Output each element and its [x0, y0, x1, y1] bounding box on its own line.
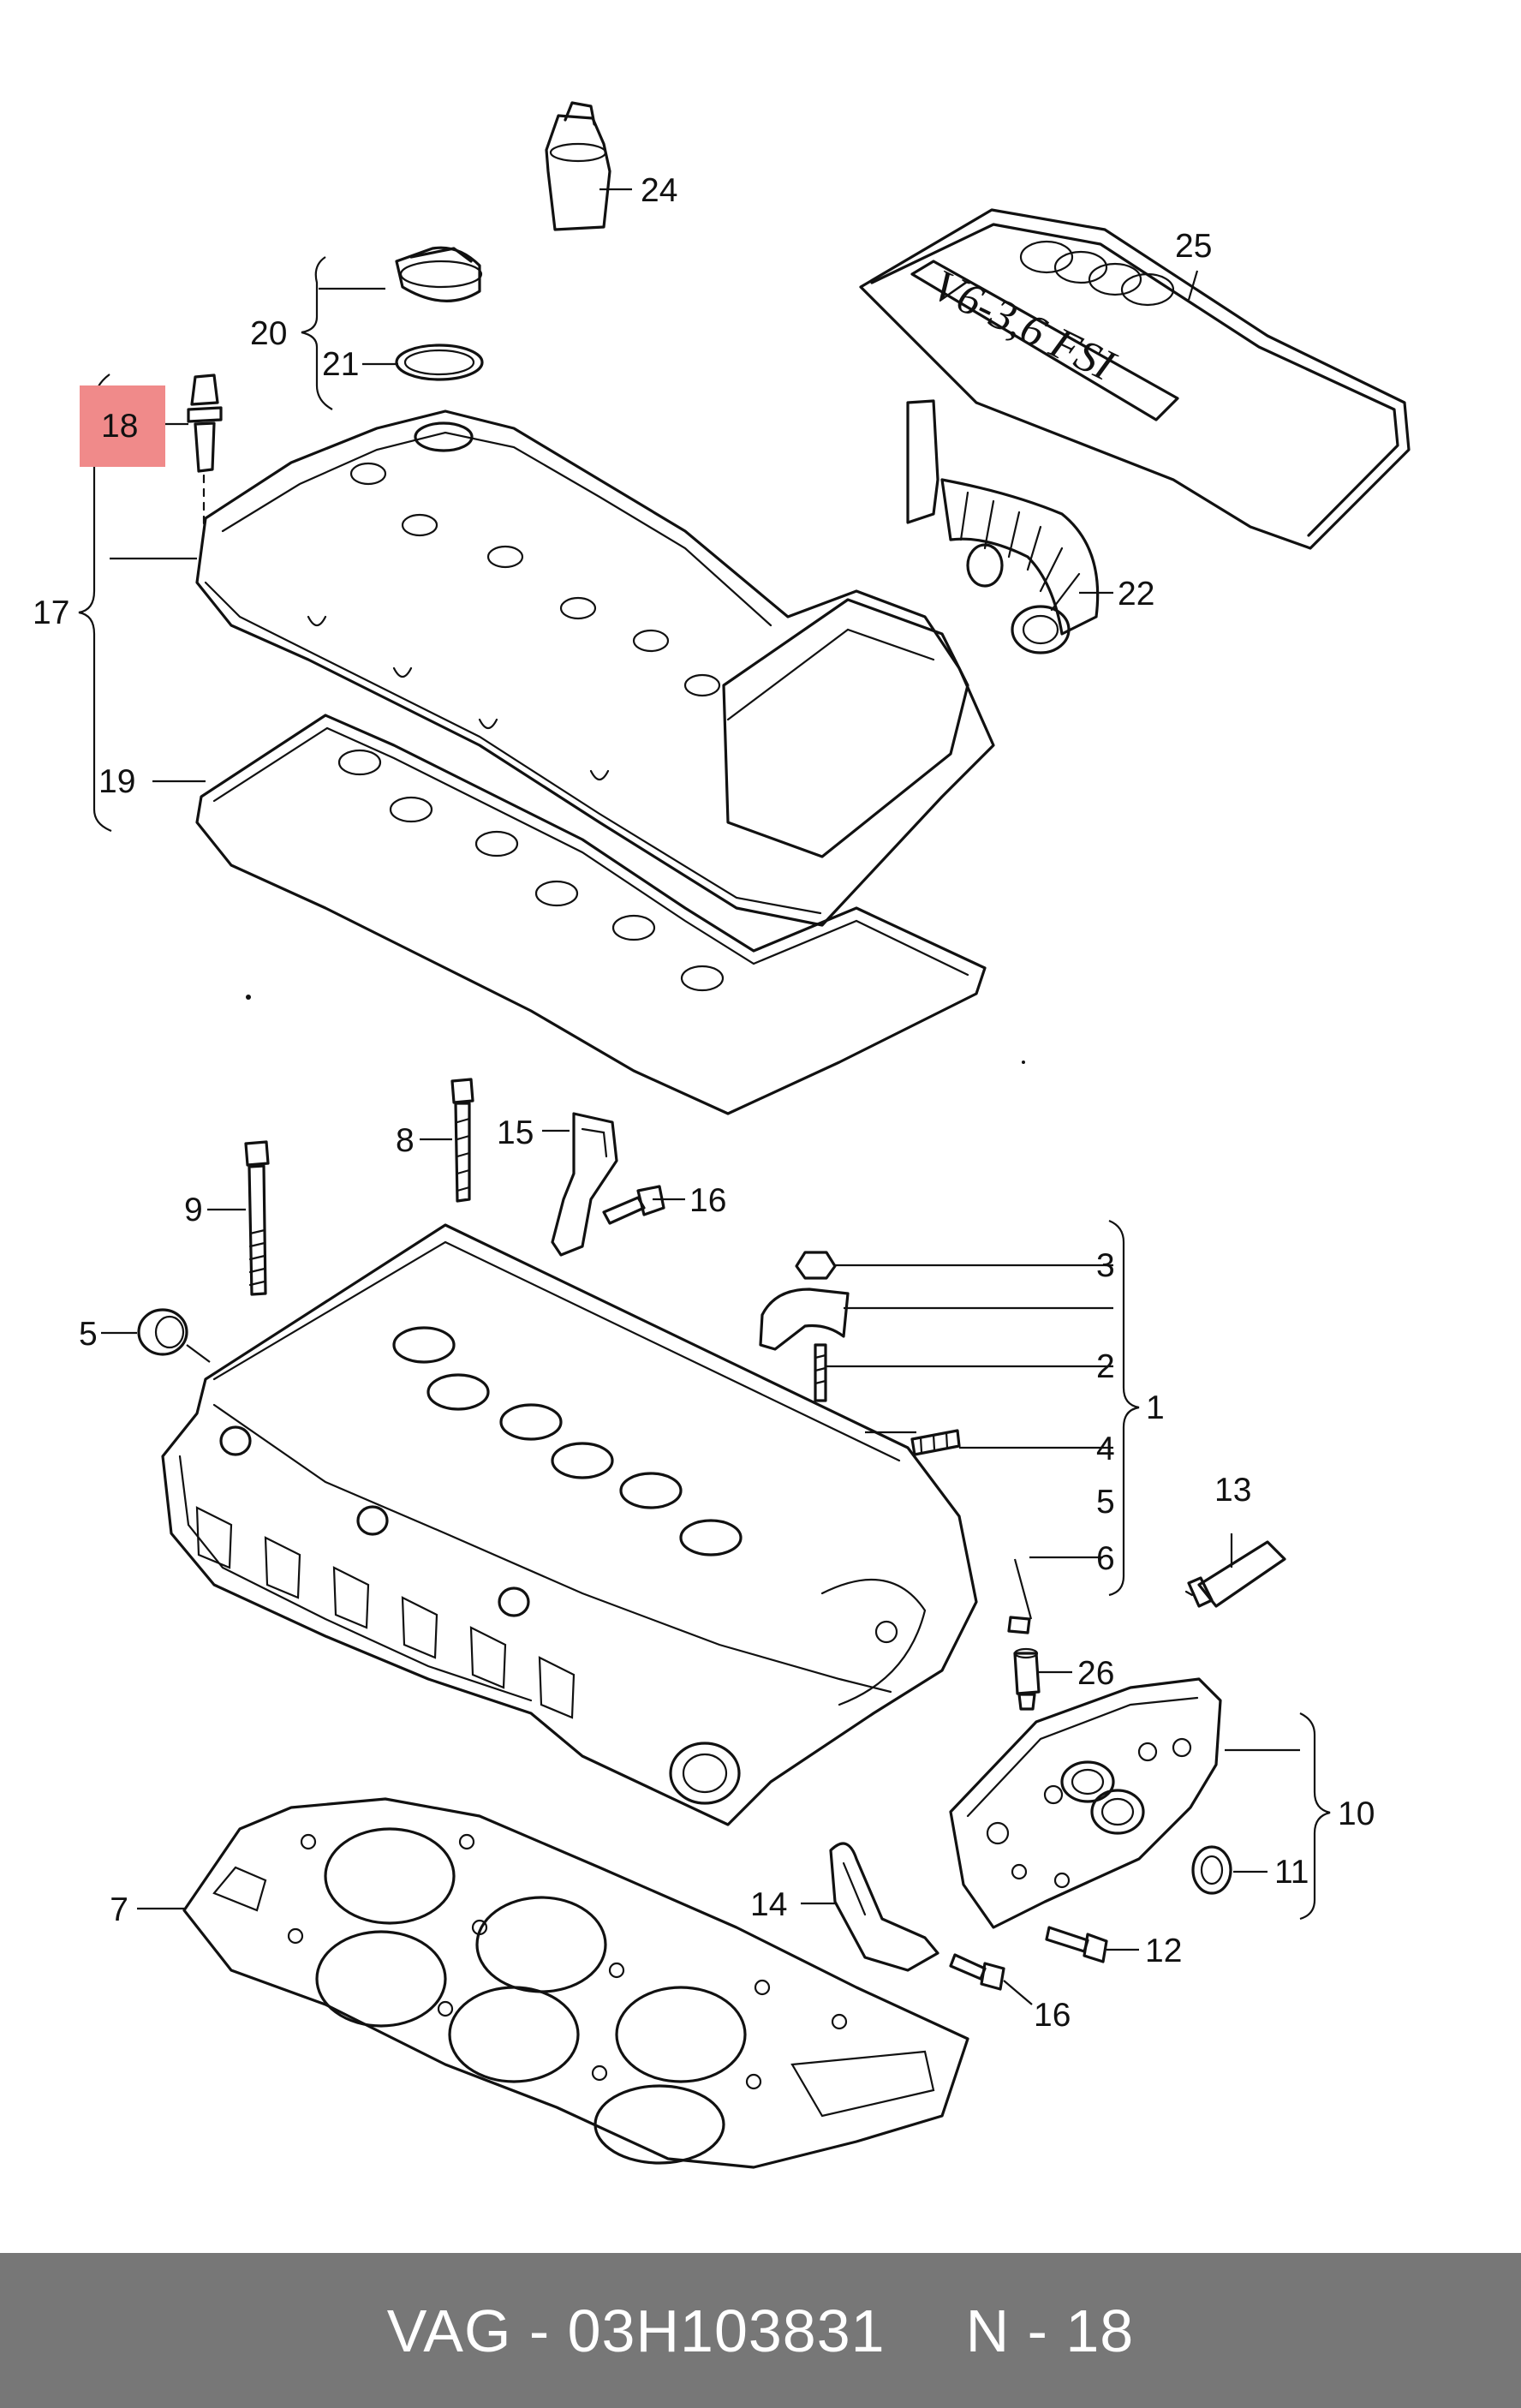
- callout-14: 14: [750, 1886, 787, 1923]
- exploded-parts-diagram: V6-3,6 FSI: [33, 101, 1411, 2169]
- intake-ports: [195, 1506, 576, 1719]
- callout-15: 15: [497, 1114, 534, 1151]
- callout-5-right: 5: [1096, 1484, 1115, 1521]
- callout-9: 9: [184, 1192, 203, 1228]
- callout-5-left: 5: [79, 1316, 98, 1353]
- part-14-bracket: [829, 1842, 939, 1972]
- part-1-bearing-cap-set: [759, 1251, 1031, 1634]
- part-15-bracket: [551, 1112, 618, 1257]
- part-17-valve-cover: [195, 409, 995, 927]
- callout-16-lower: 16: [1034, 1997, 1071, 2034]
- part-16-screw-lower: [949, 1953, 1005, 1991]
- part-8-head-bolt: [450, 1078, 474, 1203]
- part-18-bolt: [187, 373, 223, 533]
- part-13-sealant-tube: [1184, 1540, 1286, 1608]
- part-12-screw: [1045, 1926, 1108, 1963]
- part-16-screw-upper: [602, 1185, 665, 1225]
- four-rings-logo: [1019, 240, 1175, 307]
- spark-plug-holes: [349, 462, 721, 697]
- part-24-filler-cap: [545, 101, 611, 231]
- callout-18: 18: [101, 408, 138, 445]
- part-code: VAG - 03H103831: [386, 2297, 886, 2364]
- highlight-box-18: [80, 385, 165, 467]
- callout-6: 6: [1096, 1540, 1115, 1577]
- cylinder-bores: [315, 1827, 747, 2165]
- part-10-end-cover: [949, 1677, 1222, 1929]
- callout-11: 11: [1274, 1854, 1309, 1891]
- gasket-holes: [287, 1833, 848, 2090]
- callout-20: 20: [250, 315, 287, 352]
- part-22-breather-hose: [906, 399, 1100, 654]
- callout-24: 24: [641, 172, 677, 209]
- callout-7: 7: [110, 1891, 128, 1928]
- part-21-seal-ring: [395, 344, 484, 381]
- part-5-plug: [137, 1308, 188, 1356]
- valve-seats: [392, 1326, 743, 1557]
- callout-25: 25: [1175, 228, 1212, 265]
- callout-4: 4: [1096, 1431, 1115, 1467]
- callout-3: 3: [1096, 1247, 1115, 1284]
- gasket-rings: [337, 749, 725, 992]
- position-reference: N - 18: [965, 2297, 1135, 2364]
- callout-2: 2: [1096, 1348, 1115, 1385]
- callout-labels: 24 25 20 21 18 17 19 22 8 15 16 9 3 2 1 …: [33, 172, 1375, 2034]
- callout-12: 12: [1145, 1933, 1182, 1969]
- part-11-shaft-seal: [1191, 1845, 1232, 1895]
- callout-19: 19: [98, 763, 135, 800]
- part-number-footer: VAG - 03H103831 N - 18: [0, 2253, 1521, 2408]
- callout-10: 10: [1338, 1796, 1375, 1832]
- callout-26: 26: [1077, 1655, 1114, 1692]
- leader-lines: [78, 188, 1331, 2005]
- part-25-engine-cover: V6-3,6 FSI: [859, 208, 1411, 550]
- cylinder-head: [161, 1223, 978, 1826]
- callout-22: 22: [1118, 576, 1154, 612]
- callout-1: 1: [1146, 1389, 1165, 1426]
- callout-17: 17: [33, 595, 69, 631]
- callout-8: 8: [396, 1122, 415, 1159]
- part-19-gasket: [195, 714, 987, 1115]
- part-7-head-gasket: [182, 1797, 969, 2169]
- callout-16-upper: 16: [689, 1182, 726, 1219]
- part-9-head-bolt: [244, 1140, 270, 1296]
- part-26-sleeve: [1013, 1647, 1041, 1711]
- part-20-oil-cap: [395, 246, 483, 302]
- callout-13: 13: [1214, 1472, 1251, 1509]
- callout-21: 21: [322, 346, 359, 383]
